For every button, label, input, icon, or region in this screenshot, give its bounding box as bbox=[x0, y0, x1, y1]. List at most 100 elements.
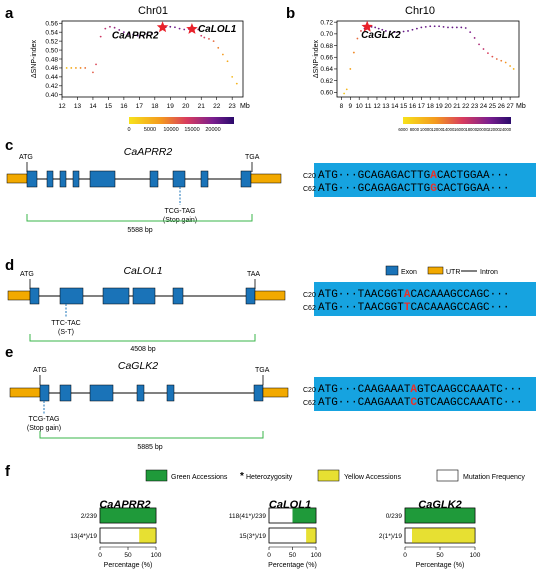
x-tick-label: 14 bbox=[391, 103, 399, 110]
y-tick-label: 0.48 bbox=[45, 56, 58, 63]
x-tick-label: 13 bbox=[74, 103, 82, 110]
exon bbox=[59, 170, 67, 188]
x-tick-label: 19 bbox=[167, 103, 175, 110]
exon bbox=[26, 170, 38, 188]
utr-3 bbox=[262, 387, 289, 398]
colorbar-tick-label: 22000 bbox=[488, 127, 500, 132]
chart-b-points bbox=[343, 25, 515, 95]
data-point bbox=[389, 30, 392, 33]
exon bbox=[59, 384, 72, 402]
bar-category-label: 15(3*)/19 bbox=[239, 533, 266, 540]
utr-5 bbox=[7, 290, 31, 301]
data-point bbox=[393, 31, 396, 34]
seq-c62: ATG···TAACGGTTCACAAAGCCAGC··· bbox=[318, 302, 509, 314]
data-point bbox=[377, 27, 380, 30]
exon bbox=[89, 384, 114, 402]
marker-label: CaAPRR2 bbox=[112, 30, 159, 41]
start-codon-label: ATG bbox=[19, 154, 33, 161]
marker-label: CaLOL1 bbox=[198, 24, 237, 35]
x-tick-label: 16 bbox=[409, 103, 417, 110]
start-codon-label: ATG bbox=[33, 367, 47, 374]
data-point bbox=[155, 31, 158, 34]
bar-yellow bbox=[139, 528, 156, 543]
x-tick-label: 23 bbox=[229, 103, 237, 110]
data-point bbox=[402, 30, 405, 33]
y-tick-label: 0.62 bbox=[320, 78, 333, 85]
data-point bbox=[352, 51, 355, 54]
x-tick-label: 20 bbox=[182, 103, 190, 110]
gene-length: 4508 bp bbox=[130, 346, 155, 353]
data-point bbox=[343, 92, 346, 95]
data-point bbox=[442, 25, 445, 28]
data-point bbox=[136, 34, 139, 37]
data-point bbox=[231, 75, 234, 78]
x-tick-label: 12 bbox=[373, 103, 381, 110]
data-point bbox=[411, 28, 414, 31]
data-point bbox=[203, 36, 206, 39]
x-tick-label: 0 bbox=[98, 552, 102, 559]
chart-b-xunit: Mb bbox=[516, 103, 526, 110]
data-point bbox=[429, 25, 432, 28]
bar-category-label: 13(4*)/19 bbox=[70, 533, 97, 540]
gene-length-bracket bbox=[39, 431, 264, 439]
data-point bbox=[360, 30, 362, 32]
colorbar-tick-label: 0 bbox=[127, 127, 130, 133]
y-tick-label: 0.68 bbox=[320, 43, 333, 50]
y-tick-label: 0.44 bbox=[45, 74, 58, 81]
data-point bbox=[398, 31, 401, 34]
data-point bbox=[113, 26, 116, 29]
legend-exon-swatch bbox=[385, 265, 399, 276]
data-point bbox=[356, 37, 359, 40]
chart-b-title: Chr10 bbox=[405, 5, 435, 17]
chart-b-ylabel: ΔSNP-index bbox=[313, 39, 320, 78]
colorbar-tick-label: 16000 bbox=[454, 127, 466, 132]
bar-category-label: 2(1*)/19 bbox=[379, 533, 403, 540]
chart-a-title: Chr01 bbox=[138, 5, 168, 17]
exon bbox=[172, 170, 186, 188]
sequence-box bbox=[314, 282, 536, 316]
chart-b-frame bbox=[336, 20, 520, 98]
start-codon-label: ATG bbox=[20, 271, 34, 278]
data-point bbox=[200, 34, 203, 37]
exon bbox=[166, 384, 175, 402]
colorbar-tick-label: 24000 bbox=[499, 127, 511, 132]
y-tick-label: 0.40 bbox=[45, 92, 58, 99]
gene-model-calol1: CaLOL1 ATG TAA TTC-TAC (S-T) 4508 bp C20… bbox=[7, 265, 536, 353]
panel-label-a: a bbox=[5, 5, 14, 22]
x-tick-label: 16 bbox=[120, 103, 128, 110]
x-tick-label: 24 bbox=[480, 103, 488, 110]
legend-green-swatch bbox=[145, 469, 168, 482]
chart-a-xunit: Mb bbox=[240, 103, 250, 110]
exon bbox=[72, 170, 80, 188]
exon bbox=[102, 287, 130, 305]
exon bbox=[136, 384, 145, 402]
data-point bbox=[491, 55, 494, 58]
data-point bbox=[132, 33, 135, 36]
x-tick-label: 50 bbox=[436, 552, 444, 559]
data-point bbox=[141, 34, 144, 37]
data-point bbox=[384, 30, 387, 32]
x-tick-label: 9 bbox=[349, 103, 353, 110]
y-tick-label: 0.46 bbox=[45, 65, 58, 72]
legend-utr-label: UTR bbox=[446, 269, 460, 276]
sequence-box bbox=[314, 377, 536, 411]
x-tick-label: 26 bbox=[498, 103, 506, 110]
gene-length: 5885 bp bbox=[137, 444, 162, 451]
data-point bbox=[169, 25, 172, 28]
utr-5 bbox=[6, 173, 28, 184]
legend-mut-label: Mutation Frequency bbox=[463, 474, 525, 481]
seq-label-c20: C20 bbox=[303, 387, 316, 394]
data-point bbox=[197, 28, 200, 31]
seq-c62: ATG···GCAGAGACTTGGCACTGGAA··· bbox=[318, 183, 509, 195]
data-point bbox=[212, 40, 215, 43]
mutation-note: TCG-TAG bbox=[165, 208, 196, 215]
exon bbox=[39, 384, 50, 402]
mutation-note: TTC-TAC bbox=[51, 320, 80, 327]
stop-codon-label: TGA bbox=[245, 154, 260, 161]
